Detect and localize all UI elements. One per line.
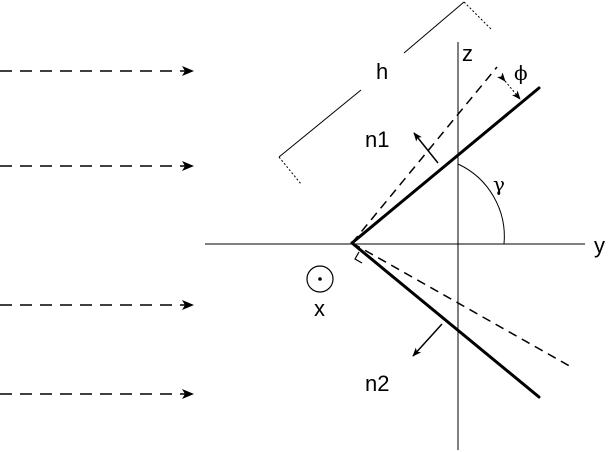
h-extension-top xyxy=(463,1,492,30)
y-axis-label: y xyxy=(594,233,605,258)
h-label: h xyxy=(376,59,388,84)
tilted-reflector xyxy=(351,66,574,369)
n1-label: n1 xyxy=(365,127,389,152)
x-axis-label: x xyxy=(314,296,325,321)
gamma-angle-arc xyxy=(457,163,505,245)
z-axis-label: z xyxy=(462,41,473,66)
x-axis-circle xyxy=(306,265,334,293)
tilted-lower-face xyxy=(351,242,574,369)
axes xyxy=(205,42,585,450)
h-extension-bottom xyxy=(278,156,302,185)
x-axis-out-of-page-symbol xyxy=(306,265,334,293)
right-angle-marker xyxy=(354,251,363,264)
h-dimension-line-upper xyxy=(403,1,465,54)
tilted-upper-face xyxy=(351,66,498,244)
reflector-lower-face xyxy=(350,241,541,399)
h-dimension-line-lower xyxy=(278,89,362,158)
n2-label: n2 xyxy=(365,371,389,396)
reflector-upper-face xyxy=(350,86,541,245)
gamma-label: γ xyxy=(493,172,505,196)
x-axis-dot xyxy=(318,277,322,281)
incoming-rays xyxy=(0,66,194,399)
normal-n1-arrow xyxy=(413,132,439,164)
normals xyxy=(412,132,443,357)
h-dimension-bracket xyxy=(278,1,492,185)
normal-n2-arrow xyxy=(412,323,443,357)
reflector xyxy=(350,86,541,399)
phi-label: ϕ xyxy=(514,61,528,85)
